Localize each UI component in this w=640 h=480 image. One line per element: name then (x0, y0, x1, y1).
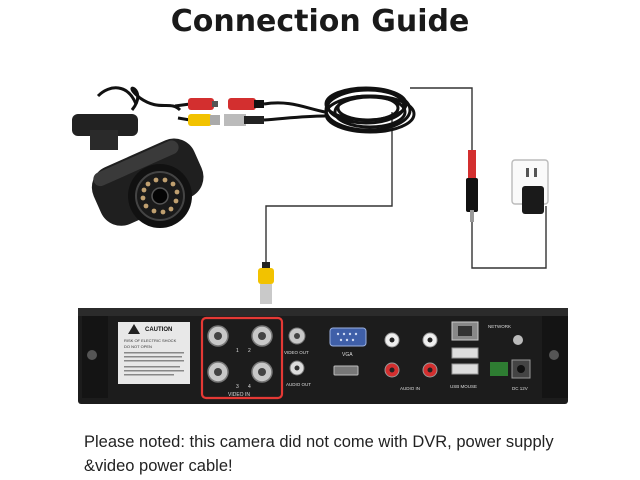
vga-port (329, 327, 367, 347)
caution-sub2: DO NOT OPEN (124, 344, 152, 349)
audio-in-ports: AUDIO IN (384, 332, 438, 391)
video-line (265, 112, 393, 262)
video-in-highlight (200, 316, 284, 400)
audio-in-label: AUDIO IN (400, 386, 420, 391)
ext-power-plug (228, 98, 256, 110)
dvr-bnc-plug (258, 262, 274, 304)
power-adapter (522, 186, 544, 214)
network-label: NETWORK (488, 324, 511, 329)
outlet-line (471, 206, 547, 269)
power-line (410, 87, 473, 150)
video-in-ports: 1 2 3 4 VIDEO IN (207, 325, 273, 398)
svg-text:2: 2 (248, 348, 251, 354)
camera-connectors (174, 98, 220, 126)
vga-label: VGA (342, 352, 353, 358)
dvr-back-panel: CAUTION RISK OF ELECTRIC SHOCK DO NOT OP… (78, 308, 568, 404)
video-out-label: VIDEO OUT (284, 350, 309, 355)
camera-power-jack (188, 98, 214, 110)
svg-text:4: 4 (248, 384, 251, 390)
wall-outlet (511, 159, 549, 214)
usb-label: USB MOUSE (450, 384, 477, 389)
title: Connection Guide (170, 4, 470, 39)
power-plug (466, 150, 478, 222)
coiled-cable (324, 86, 416, 134)
wiring-lines (265, 87, 547, 269)
audio-out-label: AUDIO OUT (286, 382, 311, 387)
svg-text:3: 3 (236, 384, 239, 390)
bullet-camera (72, 114, 204, 228)
camera-lens (151, 187, 169, 205)
camera-bnc-yellow (188, 114, 212, 126)
dc-label: DC 12V (512, 386, 528, 391)
ground-screw (513, 335, 523, 345)
caution-title: CAUTION (145, 327, 172, 333)
camera-cable (130, 86, 182, 112)
ext-bnc (224, 114, 246, 126)
svg-text:1: 1 (236, 348, 239, 354)
caution-sub: RISK OF ELECTRIC SHOCK (124, 338, 177, 343)
usb-port-1 (451, 347, 479, 359)
camera-mount-base (72, 114, 138, 136)
video-in-label: VIDEO IN (228, 392, 250, 398)
usb-port-2 (451, 363, 479, 375)
rs485-terminal (490, 362, 508, 376)
hdmi-port (333, 365, 359, 376)
extension-connectors (224, 98, 326, 126)
disclaimer-note: Please noted: this camera did not come w… (84, 433, 554, 475)
